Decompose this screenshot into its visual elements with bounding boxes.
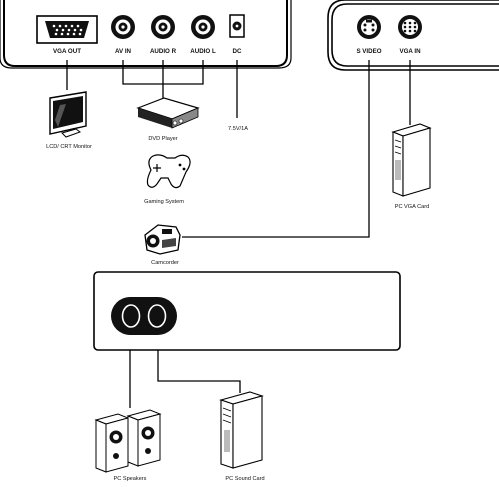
pc-unit: S VIDEO VGA IN	[327, 0, 499, 71]
av-bundle-cable	[122, 60, 204, 98]
caption-gaming: Gaming System	[144, 199, 184, 205]
speakers-icon	[94, 409, 162, 473]
audio-out-port-left	[121, 304, 141, 328]
caption-dvd-player: DVD Player	[148, 136, 177, 142]
port-label-s-video: S VIDEO	[356, 48, 381, 55]
s-video-port	[357, 15, 381, 39]
s-video-camcorder-cable	[182, 60, 370, 238]
port-label-audio-l: AUDIO L	[190, 48, 216, 55]
caption-power: 7.5V/1A	[228, 126, 248, 132]
pc-sound-tower-icon	[219, 391, 264, 469]
monitor-icon	[49, 91, 87, 138]
gamepad-icon	[146, 154, 191, 189]
audio-r-port	[151, 15, 175, 39]
audio-output-unit	[93, 271, 401, 351]
port-label-vga-in: VGA IN	[399, 48, 421, 55]
dc-port	[229, 14, 245, 38]
port-label-audio-r: AUDIO R	[150, 48, 177, 55]
camcorder-icon	[144, 224, 181, 255]
vga-out-port	[36, 15, 98, 44]
caption-monitor: LCD/ CRT Monitor	[46, 144, 92, 150]
cables	[66, 60, 411, 408]
audio-l-port	[191, 15, 215, 39]
audio-out-port-right	[147, 304, 167, 328]
vga-in-port	[398, 15, 422, 39]
pc-vga-tower-icon	[391, 123, 432, 197]
caption-pc-vga: PC VGA Card	[395, 204, 430, 210]
port-label-dc: DC	[233, 48, 242, 55]
av-in-port	[111, 15, 135, 39]
caption-speakers: PC Speakers	[114, 476, 147, 482]
sound-card-cable	[157, 336, 241, 393]
caption-camcorder: Camcorder	[151, 260, 179, 266]
dvd-player-icon	[136, 97, 200, 129]
port-label-vga-out: VGA OUT	[53, 48, 81, 55]
port-label-av-in: AV IN	[115, 48, 132, 55]
converter-unit: VGA OUT AV IN AUDIO R AUDIO L DC	[0, 0, 292, 69]
caption-pc-sound: PC Sound Card	[225, 476, 264, 482]
